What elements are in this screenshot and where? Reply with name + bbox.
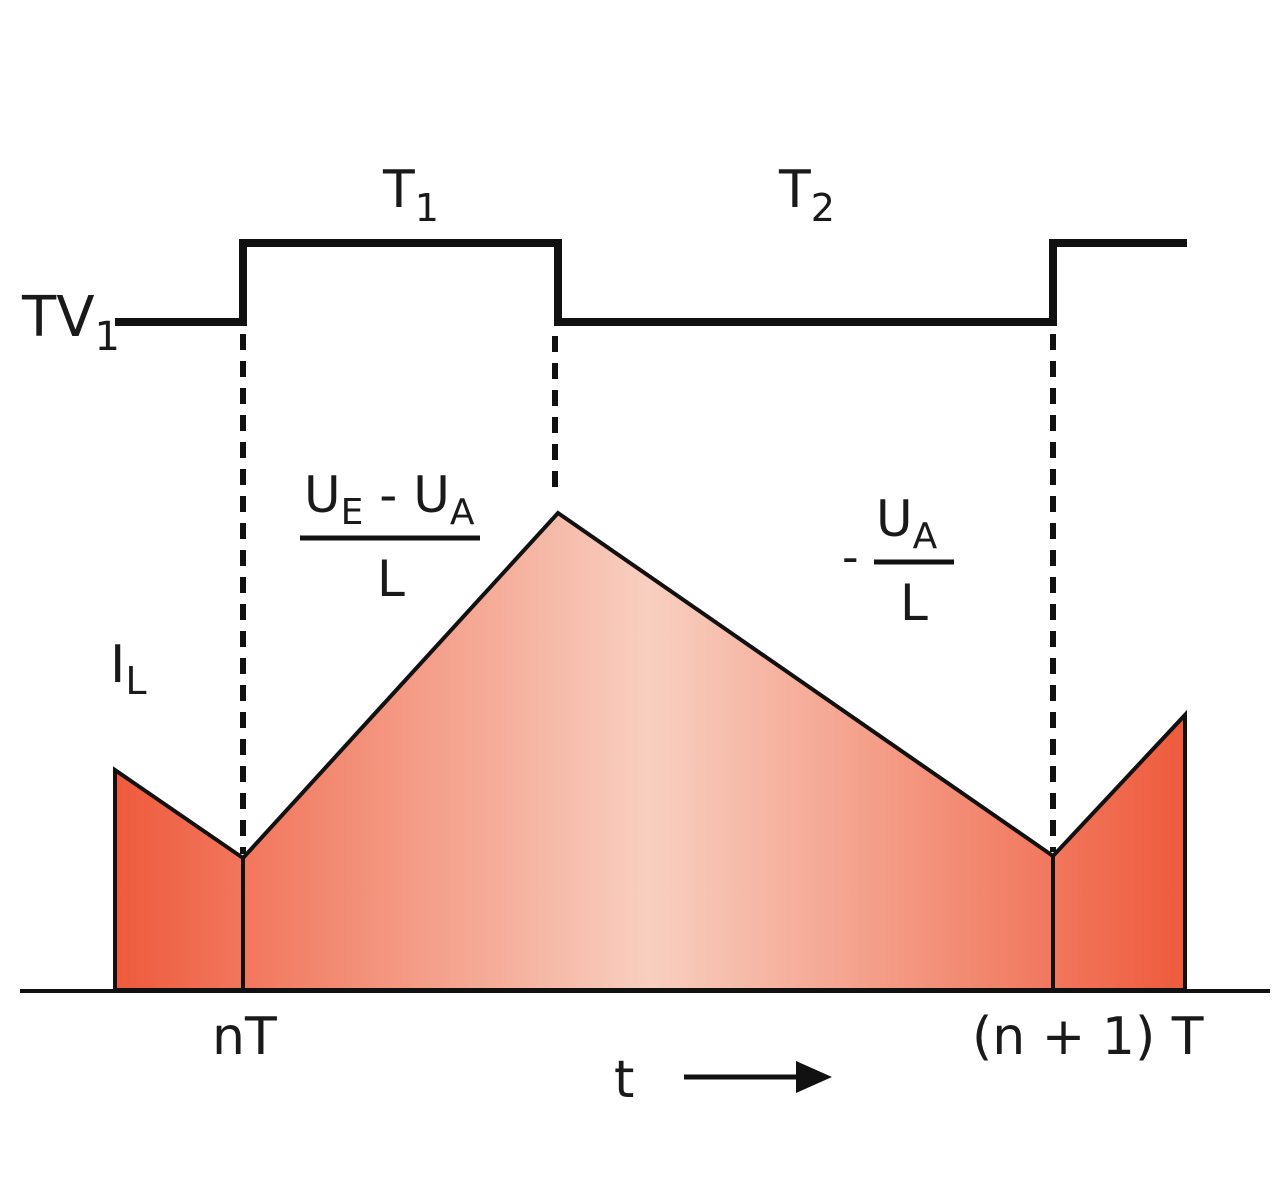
rising-slope-denominator: L [377, 550, 405, 608]
inductor-current-area-right [1051, 709, 1187, 992]
current-label: IL [110, 635, 147, 703]
tick-label-n1T: (n + 1) T [972, 1007, 1204, 1067]
on-time-label: T1 [382, 160, 439, 230]
rising-slope-formula: UE - UA L [300, 466, 480, 608]
off-time-label: T2 [778, 160, 835, 230]
time-arrow-head-icon [796, 1061, 832, 1093]
signal-label: TV1 [21, 285, 120, 360]
falling-slope-sign: - [842, 530, 859, 584]
falling-slope-formula: - UA L [842, 490, 954, 632]
time-axis-label: t [614, 1050, 634, 1110]
falling-slope-denominator: L [900, 574, 928, 632]
switch-signal-waveform [115, 239, 1187, 326]
tick-label-nT: nT [212, 1007, 277, 1067]
inductor-current-area-main [241, 510, 1055, 992]
inductor-current-area-left [113, 766, 245, 992]
rising-slope-numerator: UE - UA [304, 466, 475, 533]
falling-slope-numerator: UA [876, 490, 938, 557]
